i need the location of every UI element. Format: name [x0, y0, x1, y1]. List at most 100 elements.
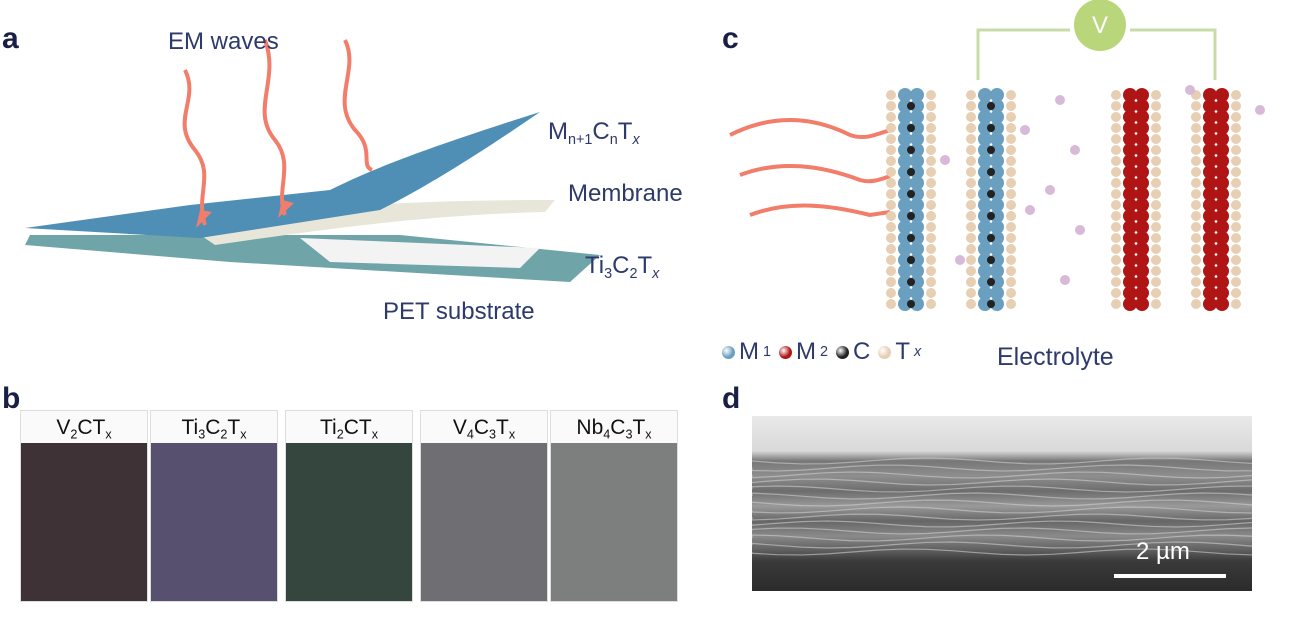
tx-atom [1006, 178, 1016, 188]
metal-atom [1135, 99, 1149, 113]
metal-atom [898, 88, 912, 102]
metal-atom [990, 286, 1004, 300]
tx-atom [1191, 101, 1201, 111]
electrolyte-ion [1255, 105, 1265, 115]
tx-atom [926, 244, 936, 254]
tx-atom [1191, 189, 1201, 199]
membrane-label: Membrane [568, 180, 683, 207]
tx-atom [1006, 123, 1016, 133]
carbon-atom [987, 234, 995, 242]
carbon-atom [907, 300, 915, 308]
tx-atom [1191, 200, 1201, 210]
metal-atom [1203, 176, 1217, 190]
metal-atom [990, 264, 1004, 278]
metal-atom [1123, 198, 1137, 212]
carbon-atom [907, 146, 915, 154]
carbon-atom [907, 124, 915, 132]
metal-atom [978, 176, 992, 190]
metal-atom [910, 143, 924, 157]
metal-atom [1215, 110, 1229, 124]
metal-atom [990, 231, 1004, 245]
metal-atom [978, 143, 992, 157]
tx-atom [1006, 288, 1016, 298]
metal-atom [1203, 132, 1217, 146]
tx-atom [1151, 266, 1161, 276]
tx-atom [926, 134, 936, 144]
tx-atom [1231, 178, 1241, 188]
tx-atom [1231, 90, 1241, 100]
tx-atom [1191, 112, 1201, 122]
metal-atom [910, 209, 924, 223]
tx-atom [1006, 189, 1016, 199]
metal-atom [1215, 121, 1229, 135]
metal-atom [1203, 187, 1217, 201]
tx-atom [1191, 277, 1201, 287]
metal-atom [1215, 220, 1229, 234]
metal-atom [990, 209, 1004, 223]
metal-atom [898, 110, 912, 124]
metal-atom [910, 176, 924, 190]
film-sample: Nb4C3Tx [550, 410, 678, 602]
metal-atom [978, 99, 992, 113]
metal-atom [910, 231, 924, 245]
metal-atom [898, 176, 912, 190]
tx-atom [966, 266, 976, 276]
carbon-atom [987, 300, 995, 308]
tx-atom [1006, 222, 1016, 232]
electrolyte-ion [1020, 125, 1030, 135]
tx-atom [1111, 299, 1121, 309]
metal-atom [978, 187, 992, 201]
metal-atom [1135, 275, 1149, 289]
tx-atom [886, 200, 896, 210]
metal-atom [898, 165, 912, 179]
tx-atom [1191, 178, 1201, 188]
tx-atom [966, 90, 976, 100]
tx-atom [966, 156, 976, 166]
metal-atom [1123, 121, 1137, 135]
tx-atom [886, 288, 896, 298]
metal-atom [910, 132, 924, 146]
metal-atom [1203, 253, 1217, 267]
tx-atom [1231, 288, 1241, 298]
metal-atom [898, 264, 912, 278]
metal-atom [990, 165, 1004, 179]
metal-atom [1135, 220, 1149, 234]
tx-atom [926, 167, 936, 177]
panel-label-a: a [2, 22, 19, 55]
tx-atom [886, 266, 896, 276]
electrolyte-ion [1185, 85, 1195, 95]
metal-atom [1123, 286, 1137, 300]
tx-atom [1111, 277, 1121, 287]
metal-atom [1123, 253, 1137, 267]
film-sample: V2CTx [20, 410, 148, 602]
tx-atom [1191, 123, 1201, 133]
metal-atom [1203, 198, 1217, 212]
electrolyte-ion [1070, 145, 1080, 155]
atom-icon [779, 345, 793, 359]
legend-item: C [836, 338, 870, 366]
tx-atom [1111, 244, 1121, 254]
metal-atom [898, 242, 912, 256]
metal-atom [898, 121, 912, 135]
metal-atom [978, 231, 992, 245]
metal-atom [910, 99, 924, 113]
ti3c2-window [300, 238, 540, 268]
tx-atom [966, 167, 976, 177]
tx-atom [886, 134, 896, 144]
tx-atom [1191, 156, 1201, 166]
membrane-layer [190, 200, 555, 245]
panel-label-b: b [2, 382, 21, 415]
electrode-stack-diagram: V [729, 0, 1265, 311]
film-label: Ti2CTx [286, 411, 412, 443]
tx-atom [1231, 134, 1241, 144]
carbon-atom [907, 190, 915, 198]
metal-atom [1135, 165, 1149, 179]
tx-atom [1191, 145, 1201, 155]
tx-atom [1151, 167, 1161, 177]
tx-atom [1231, 156, 1241, 166]
tx-atom [1111, 211, 1121, 221]
metal-atom [910, 187, 924, 201]
metal-atom [1215, 88, 1229, 102]
